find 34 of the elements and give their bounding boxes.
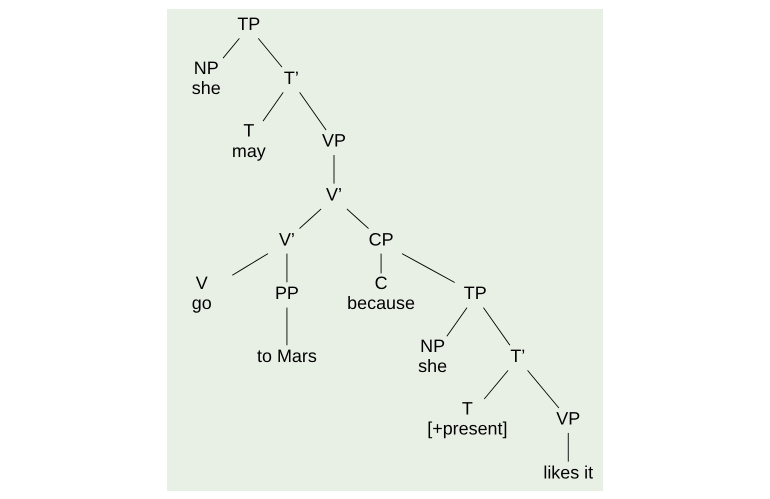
- node-text: VP: [322, 130, 346, 150]
- connector: [262, 91, 284, 121]
- node-text: to Mars: [257, 345, 317, 366]
- connector: [286, 306, 288, 346]
- connector: [380, 252, 382, 274]
- connector: [299, 91, 327, 130]
- connector: [299, 208, 322, 229]
- node-text: CP: [368, 228, 394, 249]
- node-text: T [+present]: [427, 398, 508, 438]
- connector: [222, 37, 240, 58]
- node-text: TP: [464, 282, 487, 303]
- node-text: V’: [278, 228, 295, 249]
- connector: [568, 432, 569, 462]
- node-text: V’: [326, 184, 342, 204]
- node-text: T may: [232, 120, 266, 160]
- node-text: likes it: [543, 462, 594, 482]
- connector: [402, 252, 456, 282]
- node-text: TP: [237, 14, 260, 34]
- node-text: T’: [510, 345, 526, 366]
- node-text: C because: [347, 272, 415, 313]
- node-text: VP: [556, 408, 580, 428]
- node-text: V go: [192, 272, 212, 313]
- connector: [232, 252, 268, 276]
- connector: [446, 306, 468, 336]
- node-text: PP: [274, 282, 299, 303]
- connector: [527, 369, 560, 408]
- node-text: NP she: [192, 57, 221, 98]
- connector: [346, 208, 369, 229]
- node-text: T’: [284, 67, 299, 88]
- node-text: NP she: [418, 335, 448, 376]
- connector: [258, 37, 282, 68]
- connector: [286, 252, 288, 282]
- connector: [483, 306, 510, 346]
- connector: [484, 369, 509, 399]
